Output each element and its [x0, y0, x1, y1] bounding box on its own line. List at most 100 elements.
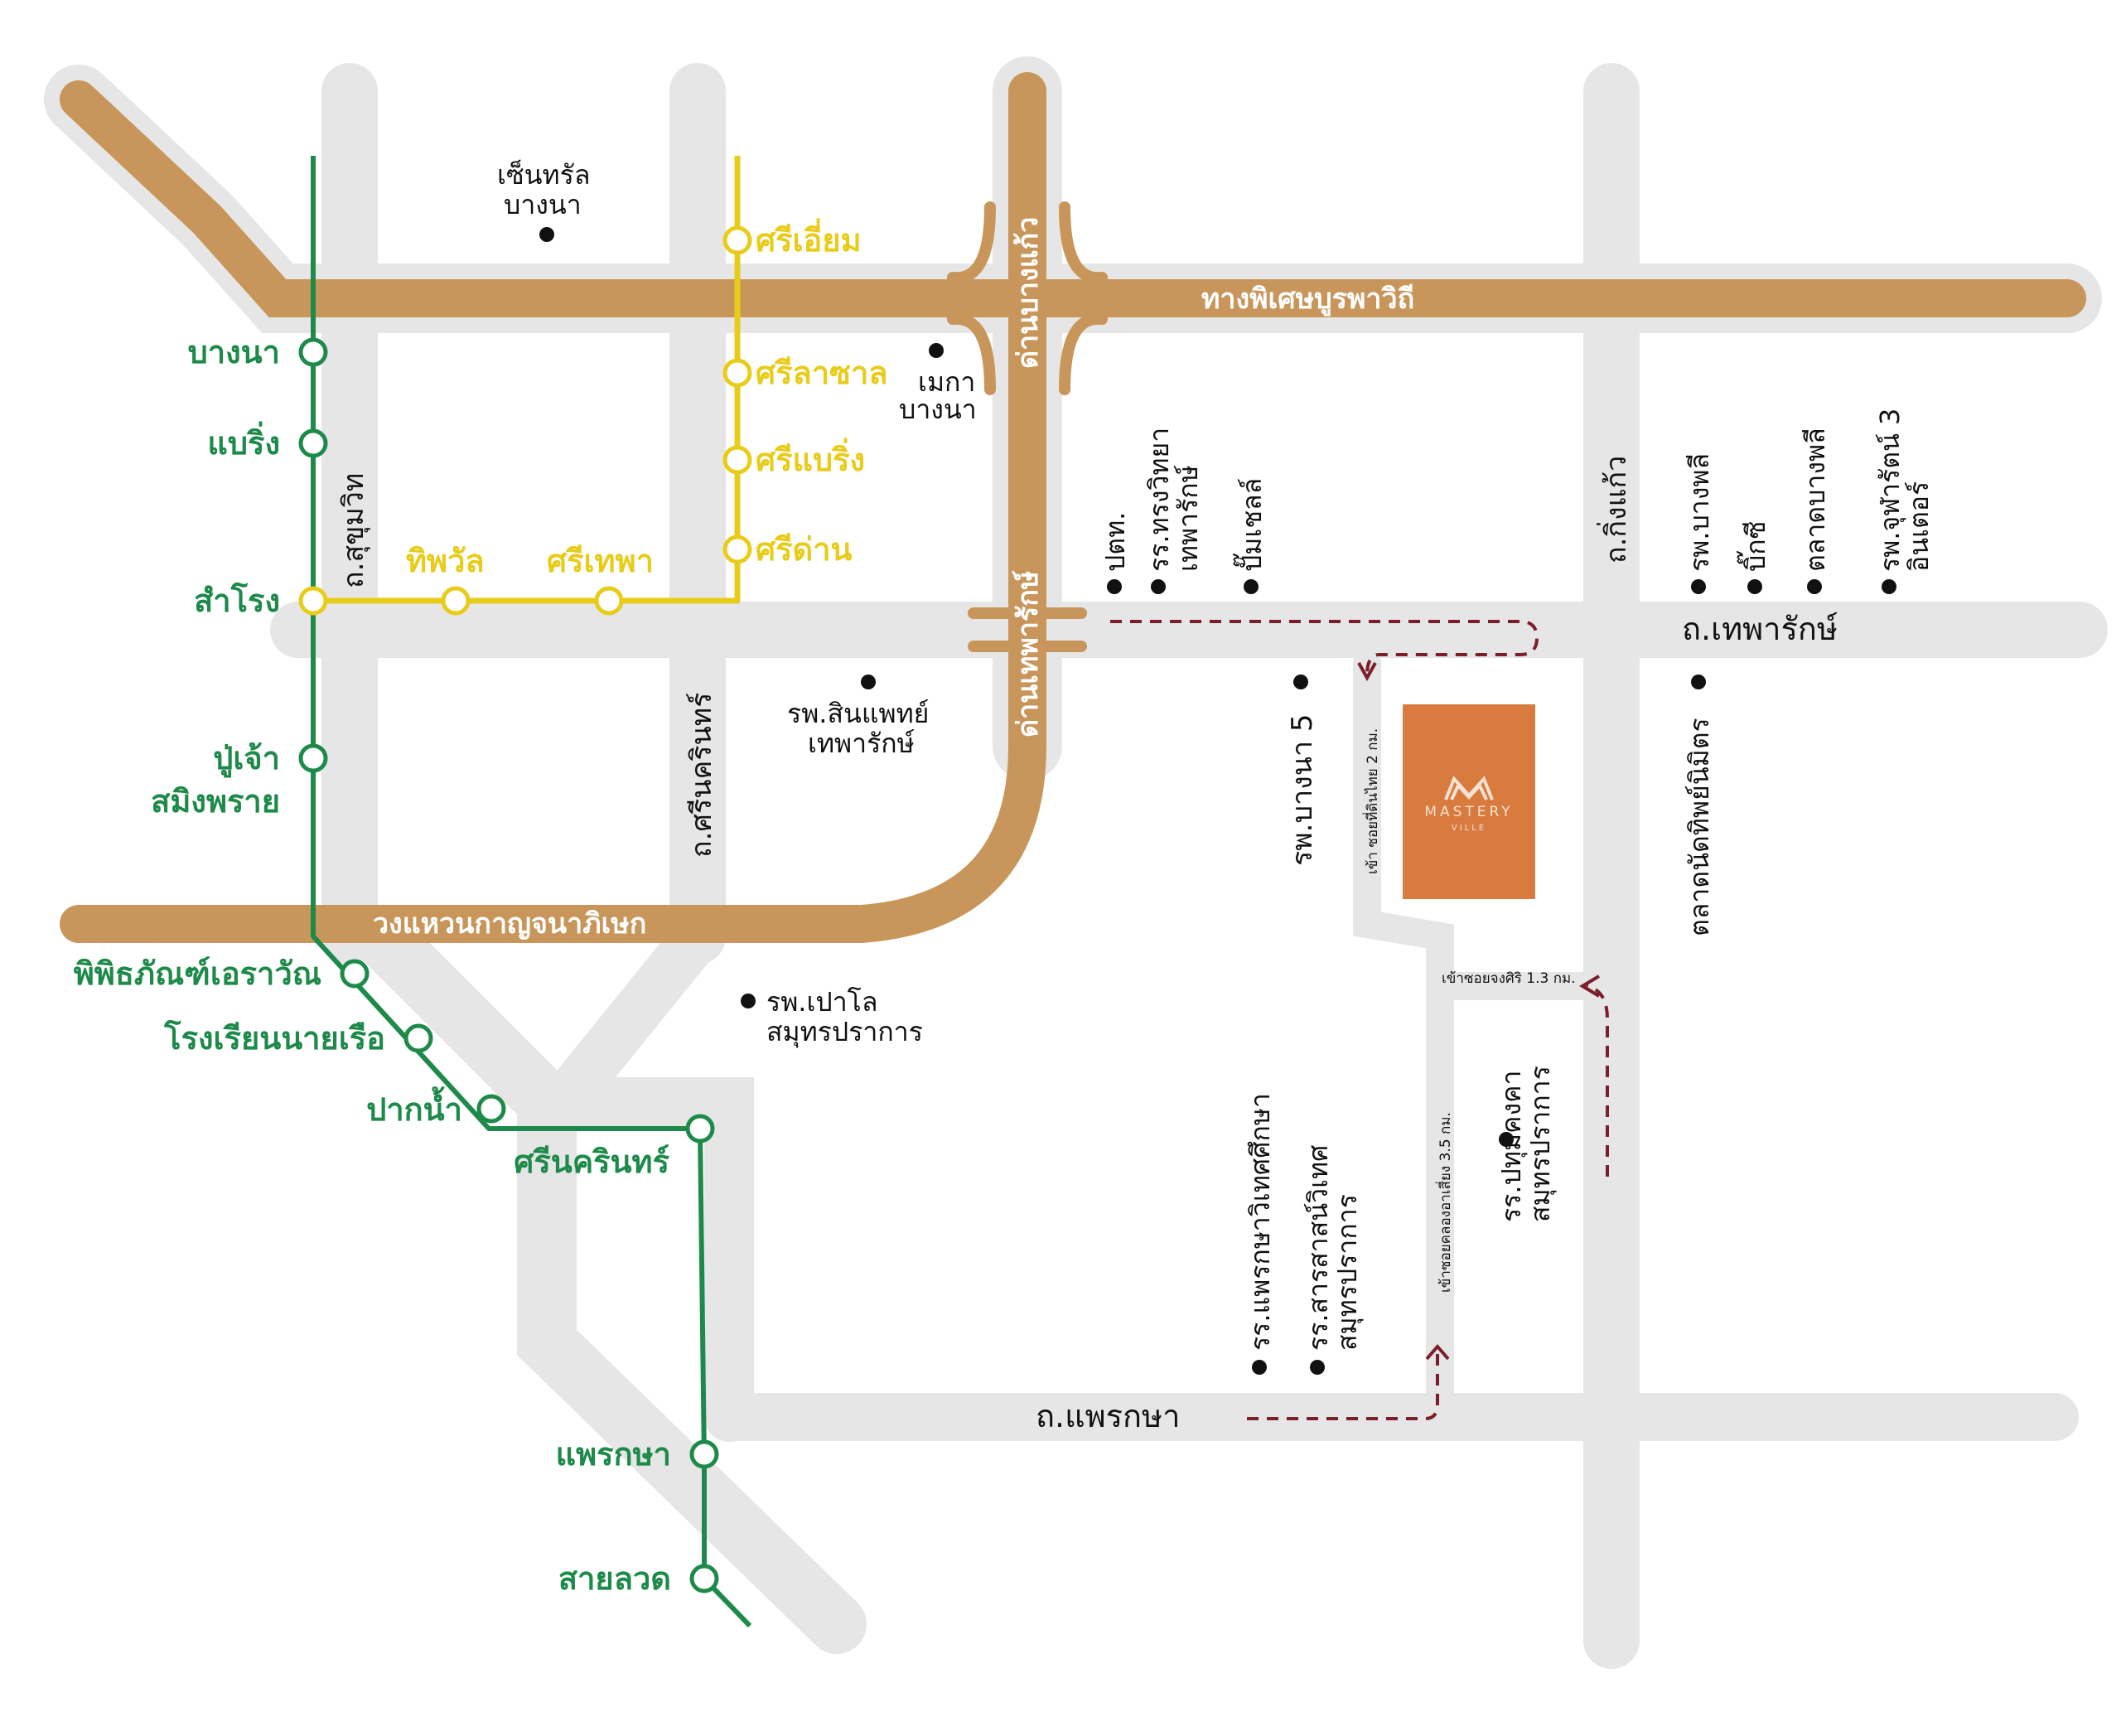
road-soi-tindin — [1353, 649, 1454, 1000]
station-samrong[interactable] — [298, 586, 328, 616]
label-station-bearing: แบริ่ง — [207, 421, 280, 462]
station-sri-bearing[interactable] — [722, 445, 752, 475]
label-ptt: ปตท. — [1099, 512, 1131, 572]
poi-praeksa-school-dot — [1252, 1360, 1267, 1375]
poi-bangna5-dot — [1293, 675, 1308, 689]
label-station-paknam: ปากน้ำ — [366, 1086, 462, 1128]
road-fork-right — [539, 912, 722, 1127]
poi-chularat-dot — [1882, 579, 1896, 594]
poi-bangphli-hosp-dot — [1691, 579, 1706, 594]
station-bearing[interactable] — [298, 428, 328, 458]
label-station-srinakarin: ศรีนครินทร์ — [514, 1144, 669, 1180]
project-sub: VILLE — [1452, 824, 1486, 833]
label-sarasas: รร.สารสาสน์วิเทศ — [1302, 1145, 1334, 1351]
label-soi-tindin: เข้า ซอยที่ดินไทย 2 กม. — [1362, 728, 1381, 874]
poi-samitivej-dot — [861, 675, 876, 689]
yellow-stations — [441, 225, 752, 616]
station-puchao[interactable] — [298, 743, 328, 773]
label-station-bangna: บางนา — [188, 334, 280, 370]
station-sri-lasalle[interactable] — [722, 358, 752, 388]
label-road-bangna5: รพ.บางนา 5 — [1286, 713, 1319, 866]
station-srinakarin[interactable] — [685, 1114, 715, 1144]
label-samitivej: รพ.สินแพทย์ — [787, 698, 929, 729]
label-toll-theparak: ด่านเทพารักษ์ — [1012, 570, 1045, 737]
label-station-erawan: พิพิธภัณฑ์เอราวัณ — [74, 955, 321, 992]
highways — [60, 72, 2086, 943]
label-chularat: รพ.จุฬารัตน์ 3 — [1874, 409, 1906, 572]
label-station-thipphawan: ทิพวัล — [406, 543, 485, 579]
poi-bangphli-market-dot — [1807, 579, 1822, 594]
station-sri-dan[interactable] — [722, 534, 752, 564]
label-songwit: รร.ทรงวิทยา — [1143, 428, 1175, 572]
label-pathumkongka-2: สมุทรปราการ — [1524, 1066, 1557, 1222]
station-praeksa[interactable] — [689, 1439, 719, 1469]
project-brand: MASTERY — [1424, 804, 1513, 820]
label-mega-2: บางนา — [899, 394, 977, 425]
poi-ptt-dot — [1107, 579, 1122, 594]
poi-bigc-dot — [1747, 579, 1762, 594]
label-bigc: บิ๊กซี — [1737, 521, 1771, 572]
label-road-praeksa: ถ.แพรกษา — [1036, 1398, 1180, 1434]
poi-pathumkongka-dot — [1499, 1132, 1514, 1147]
poi-shell-dot — [1244, 579, 1259, 594]
label-bangphli-market: ตลาดบางพลี — [1800, 428, 1831, 572]
project-mastery-ville[interactable] — [1403, 704, 1535, 899]
label-mega: เมกา — [918, 366, 975, 398]
interchange-theparak — [968, 607, 1087, 652]
label-road-srinakarin: ถ.ศรีนครินทร์ — [685, 693, 718, 858]
poi-dots — [539, 227, 1896, 1375]
arrow-up-icon — [1425, 1343, 1450, 1361]
label-station-sailuat: สายลวด — [558, 1560, 671, 1597]
label-songwit-2: เทพารักษ์ — [1172, 465, 1204, 572]
station-erawan[interactable] — [340, 959, 370, 989]
label-praeksa-school: รร.แพรกษาวิเทศศึกษา — [1244, 1093, 1276, 1351]
label-sarasas-2: สมุทรปราการ — [1331, 1194, 1364, 1351]
road-diagonal-south — [351, 907, 867, 1654]
station-bangna[interactable] — [298, 337, 328, 367]
label-expressway: ทางพิเศษบูรพาวิถี — [1201, 283, 1414, 317]
label-station-puchao: ปู่เจ้า — [213, 740, 280, 778]
arrow-down-icon — [1357, 662, 1377, 682]
label-station-sri-dan: ศรีด่าน — [756, 531, 853, 568]
label-paolo-2: สมุทรปราการ — [766, 1016, 923, 1048]
arrow-left-icon — [1579, 974, 1601, 998]
station-naval-academy[interactable] — [403, 1023, 433, 1053]
route-khlong — [1247, 1351, 1439, 1420]
label-nat-market: ตลาดนัดทิพย์นิมิตร — [1684, 718, 1715, 936]
label-station-sri-bearing: ศรีแบริ่ง — [756, 438, 865, 478]
poi-paolo-dot — [741, 994, 756, 1008]
road-paknam-south — [522, 1077, 754, 1442]
label-station-praeksa: แพรกษา — [556, 1436, 671, 1472]
poi-sarasas-dot — [1310, 1360, 1325, 1375]
label-bangphli-hosp: รพ.บางพลี — [1684, 453, 1715, 572]
poi-nat-market-dot — [1691, 675, 1706, 689]
label-soi-khlong: เข้าซอยคลองอาเสี่ยง 3.5 กม. — [1435, 1112, 1454, 1293]
label-station-sri-lasalle: ศรีลาซาล — [756, 355, 888, 391]
label-station-samingphrai: สมิงพราย — [151, 783, 280, 820]
interchange-bangkaeo — [947, 201, 1108, 395]
station-sri-thepha[interactable] — [594, 586, 624, 616]
station-thipphawan[interactable] — [441, 586, 471, 616]
label-road-theparak: ถ.เทพารักษ์ — [1682, 611, 1838, 647]
station-paknam[interactable] — [476, 1094, 506, 1124]
poi-central-dot — [539, 227, 554, 242]
label-ring-road: วงแหวนกาญจนาภิเษก — [373, 907, 646, 941]
label-road-kingkaeo: ถ.กิ่งแก้ว — [1597, 456, 1633, 563]
green-stations — [298, 337, 719, 1593]
label-toll-bangkaeo: ด่านบางแก้ว — [1012, 217, 1045, 369]
label-central: เซ็นทรัล — [497, 159, 590, 191]
ring-road — [60, 72, 1046, 943]
label-paolo: รพ.เปาโล — [766, 986, 877, 1018]
label-road-sukhumvit: ถ.สุขุมวิท — [337, 473, 370, 588]
poi-mega-dot — [929, 343, 944, 358]
label-pathumkongka: รร.ปทุมคงคา — [1495, 1071, 1528, 1222]
label-soi-jongsiri: เข้าซอยจงศิริ 1.3 กม. — [1442, 970, 1576, 987]
label-samitivej-2: เทพารักษ์ — [808, 728, 915, 759]
station-sailuat[interactable] — [689, 1564, 719, 1593]
label-station-sri-thepha: ศรีเทพา — [547, 543, 654, 579]
label-shell: ปั๊มเชลล์ — [1233, 478, 1268, 572]
station-sri-iam[interactable] — [722, 225, 752, 255]
poi-songwit-dot — [1151, 579, 1166, 594]
label-station-naval: โรงเรียนนายเรือ — [163, 1019, 385, 1057]
